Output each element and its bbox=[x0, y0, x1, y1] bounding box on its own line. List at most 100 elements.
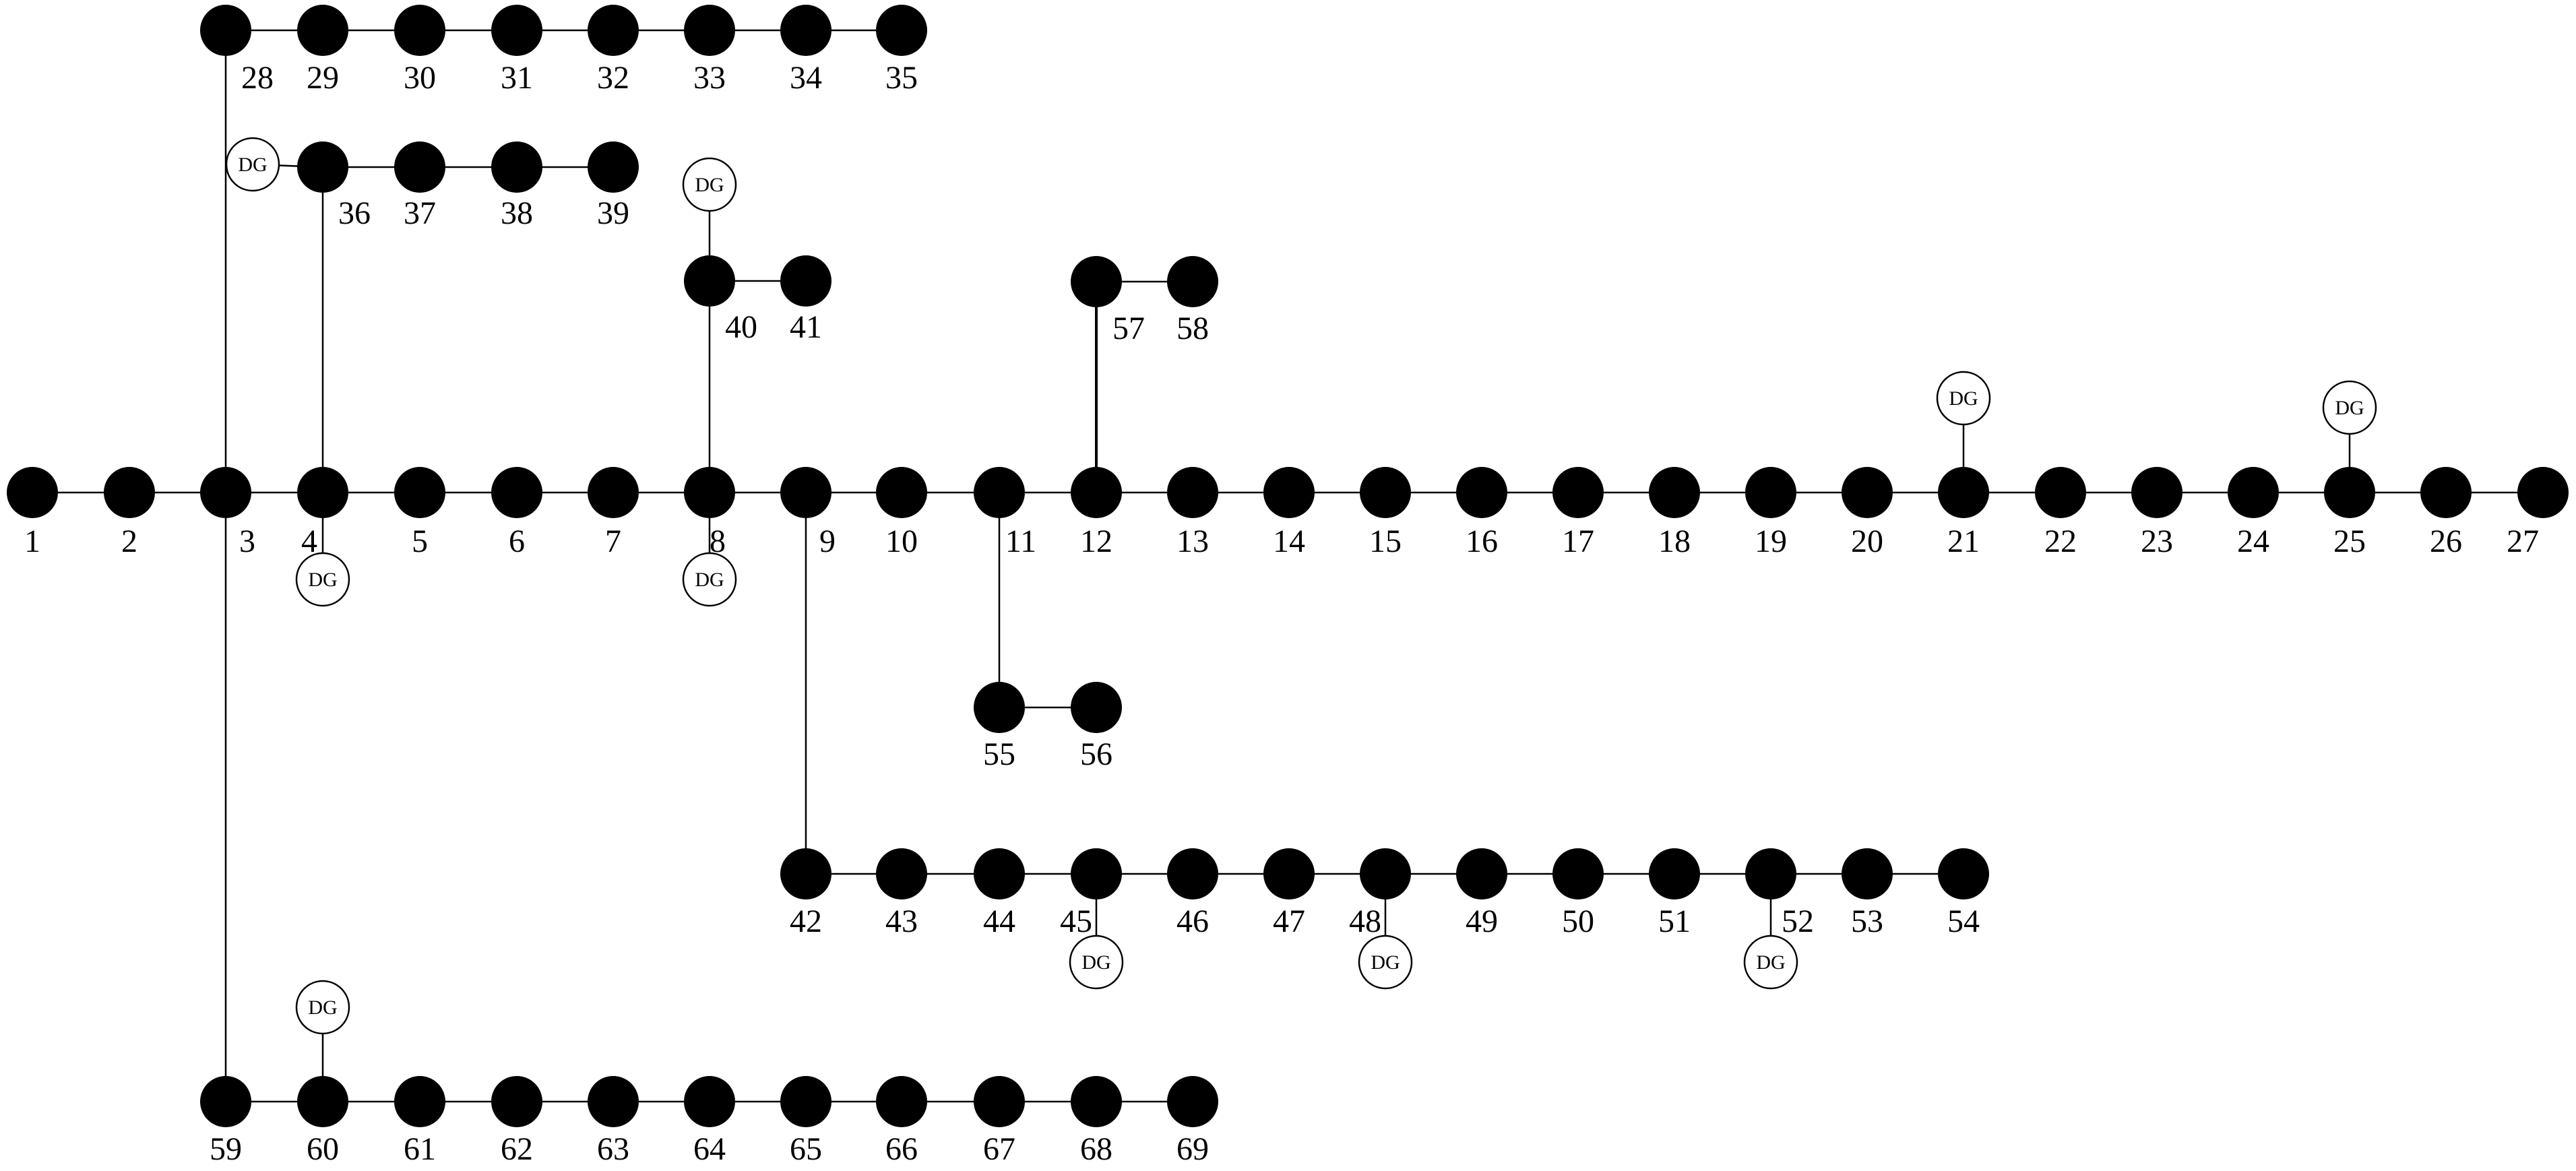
bus-node-16 bbox=[1456, 467, 1507, 518]
bus-label-38: 38 bbox=[501, 195, 533, 231]
dg-label-4: DG bbox=[308, 569, 337, 591]
bus-label-17: 17 bbox=[1562, 524, 1594, 559]
dg-circle-21 bbox=[1936, 371, 1991, 426]
bus-node-67 bbox=[974, 1076, 1025, 1127]
bus-label-40: 40 bbox=[725, 309, 757, 345]
bus-label-9: 9 bbox=[819, 524, 836, 559]
bus-label-26: 26 bbox=[2430, 524, 2462, 559]
bus-label-25: 25 bbox=[2333, 524, 2366, 559]
bus-label-67: 67 bbox=[983, 1131, 1015, 1167]
bus-node-17 bbox=[1552, 467, 1604, 518]
bus-node-11 bbox=[974, 467, 1025, 518]
bus-label-5: 5 bbox=[412, 524, 428, 559]
bus-label-44: 44 bbox=[983, 904, 1015, 939]
bus-label-13: 13 bbox=[1176, 524, 1209, 559]
bus-node-36 bbox=[297, 141, 348, 193]
bus-label-18: 18 bbox=[1658, 524, 1691, 559]
bus-node-33 bbox=[684, 5, 735, 56]
dg-label-40: DG bbox=[695, 174, 724, 196]
bus-label-58: 58 bbox=[1176, 311, 1209, 346]
dg-circle-48 bbox=[1358, 935, 1413, 990]
bus-node-12 bbox=[1071, 467, 1122, 518]
bus-node-24 bbox=[2228, 467, 2279, 518]
dg-unit-48: DG bbox=[1358, 935, 1413, 990]
bus-label-16: 16 bbox=[1466, 524, 1498, 559]
dg-label-25: DG bbox=[2335, 397, 2364, 419]
bus-node-27 bbox=[2517, 467, 2569, 518]
bus-node-55 bbox=[974, 682, 1025, 733]
bus-node-31 bbox=[491, 5, 542, 56]
dg-label-48: DG bbox=[1371, 951, 1400, 974]
bus-label-56: 56 bbox=[1080, 736, 1112, 772]
bus-node-20 bbox=[1842, 467, 1893, 518]
bus-node-28 bbox=[200, 5, 251, 56]
dg-circle-4 bbox=[295, 552, 350, 607]
bus-node-32 bbox=[588, 5, 639, 56]
dg-label-52: DG bbox=[1756, 951, 1785, 974]
bus-label-11: 11 bbox=[1005, 524, 1036, 559]
dg-unit-25: DG bbox=[2322, 380, 2377, 435]
bus-label-65: 65 bbox=[790, 1131, 822, 1167]
bus-label-30: 30 bbox=[404, 60, 436, 96]
bus-label-41: 41 bbox=[790, 309, 822, 345]
bus-label-20: 20 bbox=[1851, 524, 1883, 559]
bus-node-1 bbox=[7, 467, 58, 518]
bus-node-46 bbox=[1167, 848, 1218, 899]
bus-node-43 bbox=[876, 848, 927, 899]
dg-unit-40: DG bbox=[682, 157, 737, 212]
bus-node-65 bbox=[780, 1076, 831, 1127]
bus-label-15: 15 bbox=[1369, 524, 1402, 559]
bus-label-37: 37 bbox=[404, 195, 436, 231]
bus-node-4 bbox=[297, 467, 348, 518]
bus-node-60 bbox=[297, 1076, 348, 1127]
bus-label-12: 12 bbox=[1080, 524, 1112, 559]
bus-node-29 bbox=[297, 5, 348, 56]
bus-label-60: 60 bbox=[307, 1131, 339, 1167]
bus-label-32: 32 bbox=[597, 60, 629, 96]
bus-node-19 bbox=[1745, 467, 1796, 518]
bus-node-51 bbox=[1649, 848, 1700, 899]
bus-node-63 bbox=[588, 1076, 639, 1127]
bus-label-19: 19 bbox=[1755, 524, 1787, 559]
bus-node-15 bbox=[1360, 467, 1411, 518]
bus-node-13 bbox=[1167, 467, 1218, 518]
bus-node-42 bbox=[780, 848, 831, 899]
bus-label-43: 43 bbox=[885, 904, 918, 939]
bus-label-33: 33 bbox=[693, 60, 726, 96]
bus-node-50 bbox=[1552, 848, 1604, 899]
bus-node-39 bbox=[588, 141, 639, 193]
bus-node-48 bbox=[1360, 848, 1411, 899]
bus-label-52: 52 bbox=[1782, 904, 1814, 939]
bus-label-63: 63 bbox=[597, 1131, 629, 1167]
bus-label-50: 50 bbox=[1562, 904, 1594, 939]
bus-label-4: 4 bbox=[301, 524, 317, 559]
bus-node-10 bbox=[876, 467, 927, 518]
bus-label-42: 42 bbox=[790, 904, 822, 939]
bus-label-31: 31 bbox=[501, 60, 533, 96]
bus-label-27: 27 bbox=[2507, 524, 2539, 559]
dg-unit-52: DG bbox=[1743, 935, 1798, 990]
bus-label-61: 61 bbox=[404, 1131, 436, 1167]
bus-label-66: 66 bbox=[885, 1131, 918, 1167]
bus-label-51: 51 bbox=[1658, 904, 1691, 939]
dg-unit-8: DG bbox=[682, 552, 737, 607]
dg-label-45: DG bbox=[1081, 951, 1110, 974]
bus-label-49: 49 bbox=[1466, 904, 1498, 939]
dg-circle-45 bbox=[1069, 935, 1124, 990]
bus-node-69 bbox=[1167, 1076, 1218, 1127]
bus-label-55: 55 bbox=[983, 736, 1015, 772]
dg-unit-60: DG bbox=[295, 980, 350, 1035]
bus-node-7 bbox=[588, 467, 639, 518]
bus-node-49 bbox=[1456, 848, 1507, 899]
bus-label-23: 23 bbox=[2141, 524, 2173, 559]
dg-unit-36: DG bbox=[225, 137, 280, 192]
line-layer bbox=[32, 29, 2543, 1103]
bus-label-45: 45 bbox=[1060, 904, 1092, 939]
dg-circle-25 bbox=[2322, 380, 2377, 435]
bus-node-22 bbox=[2035, 467, 2086, 518]
dg-circle-52 bbox=[1743, 935, 1798, 990]
bus-node-9 bbox=[780, 467, 831, 518]
bus-node-41 bbox=[780, 255, 831, 307]
bus-node-37 bbox=[394, 141, 445, 193]
